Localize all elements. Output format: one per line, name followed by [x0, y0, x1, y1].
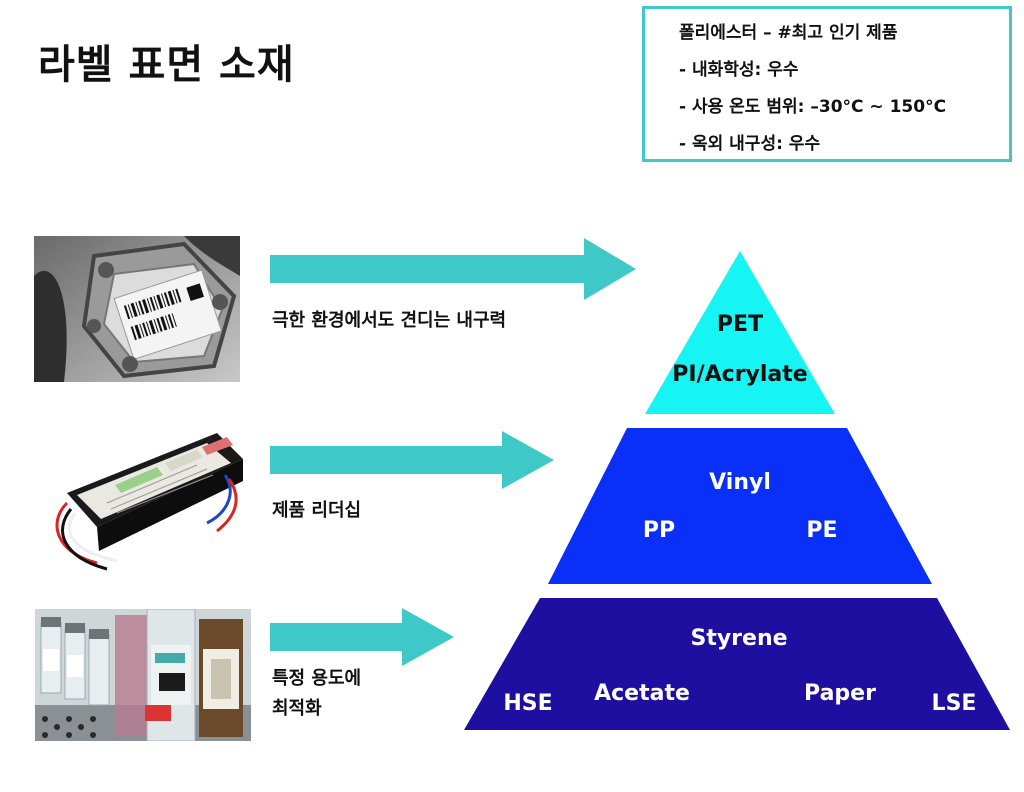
label-paper: Paper — [804, 681, 876, 706]
page-title: 라벨 표면 소재 — [38, 42, 295, 88]
info-line-outdoor-durability: - 옥외 내구성: 우수 — [679, 134, 821, 154]
arrow-right-icon — [270, 608, 454, 666]
arrow-right-icon — [270, 431, 554, 489]
pyramid-tier-bottom — [464, 598, 1010, 730]
row-1-description: 극한 환경에서도 견디는 내구력 — [272, 310, 507, 331]
label-pet: PET — [716, 312, 764, 337]
label-acetate: Acetate — [594, 681, 690, 706]
label-lse: LSE — [931, 691, 977, 716]
info-line-temperature-range: - 사용 온도 범위: –30°C ~ 150°C — [679, 97, 947, 117]
label-pp: PP — [642, 518, 676, 543]
polyester-info-box: 폴리에스터 – #최고 인기 제품 - 내화학성: 우수 - 사용 온도 범위:… — [642, 6, 1012, 162]
pyramid-tier-middle — [548, 428, 932, 584]
arrow-right-icon — [270, 238, 636, 300]
photo-industrial-barcode-label — [34, 236, 240, 382]
info-line-chemical-resistance: - 내화학성: 우수 — [679, 60, 799, 80]
pyramid-tier-top — [645, 251, 835, 414]
label-pi-acrylate: PI/Acrylate — [672, 362, 808, 387]
info-line-heading: 폴리에스터 – #최고 인기 제품 — [679, 23, 898, 43]
label-pe: PE — [806, 518, 838, 543]
label-vinyl: Vinyl — [709, 470, 771, 495]
row-3-description-line-1: 특정 용도에 — [272, 668, 362, 689]
label-styrene: Styrene — [690, 626, 788, 651]
row-3-description-line-2: 최적화 — [272, 698, 322, 719]
label-hse: HSE — [503, 691, 553, 716]
photo-electronic-ballast — [37, 423, 251, 575]
photo-pharmaceutical-vials — [35, 609, 251, 741]
row-2-description: 제품 리더십 — [272, 500, 362, 521]
